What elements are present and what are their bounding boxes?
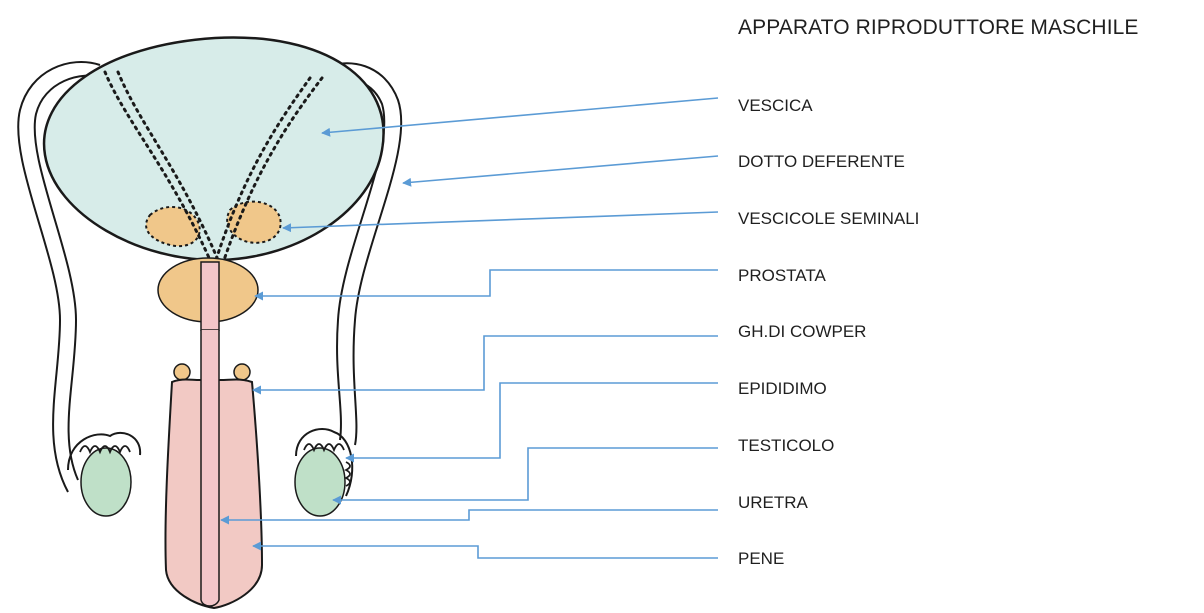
urethra-lower	[200, 330, 220, 607]
cowper-gland-left	[173, 363, 191, 381]
leader-arrow-prostata	[254, 269, 718, 301]
leader-arrow-vescicole-seminali	[282, 211, 719, 233]
cowper-gland-right	[233, 363, 251, 381]
seminal-vesicle-left	[145, 206, 201, 248]
epididymis-right-coils-side	[343, 461, 351, 487]
ejaculatory-duct-right	[222, 76, 324, 262]
label-gh-di-cowper: GH.DI COWPER	[738, 322, 867, 341]
label-dotto-deferente: DOTTO DEFERENTE	[738, 152, 905, 171]
label-uretra: URETRA	[738, 493, 808, 512]
leader-arrow-testicolo	[332, 447, 718, 505]
label-testicolo: TESTICOLO	[738, 436, 835, 455]
ejaculatory-duct-left-b	[116, 70, 220, 262]
leader-arrow-gh-di-cowper	[252, 335, 718, 395]
testis-right-group	[294, 428, 354, 517]
testis-right	[294, 447, 346, 517]
epididymis-left	[67, 431, 142, 471]
leader-arrow-epididimo	[345, 382, 718, 463]
testis-left	[80, 447, 132, 517]
epididymis-right-coils	[303, 443, 345, 453]
label-vescicole-seminali: VESCICOLE SEMINALI	[738, 209, 920, 228]
label-vescica: VESCICA	[738, 96, 813, 115]
ejaculatory-duct-right-b	[214, 76, 312, 262]
leader-arrow-uretra	[220, 509, 718, 525]
label-epididimo: EPIDIDIMO	[738, 379, 827, 398]
diagram-title: APPARATO RIPRODUTTORE MASCHILE	[738, 16, 1139, 39]
leader-arrow-vescica	[321, 97, 719, 137]
urethra-upper	[200, 261, 220, 331]
epididymis-left-coils	[79, 445, 131, 455]
epididymis-right	[295, 428, 354, 497]
seminal-vesicle-right	[226, 200, 282, 244]
vas-deferens-left-inner	[33, 74, 106, 481]
testis-left-group	[67, 431, 142, 517]
ejaculatory-duct-left	[103, 70, 212, 262]
label-pene: PENE	[738, 549, 785, 568]
label-prostata: PROSTATA	[738, 266, 826, 285]
leader-arrow-pene	[252, 541, 718, 559]
leader-arrow-dotto-deferente	[402, 155, 719, 187]
leader-lines	[220, 97, 719, 559]
vas-deferens-left	[17, 61, 101, 493]
